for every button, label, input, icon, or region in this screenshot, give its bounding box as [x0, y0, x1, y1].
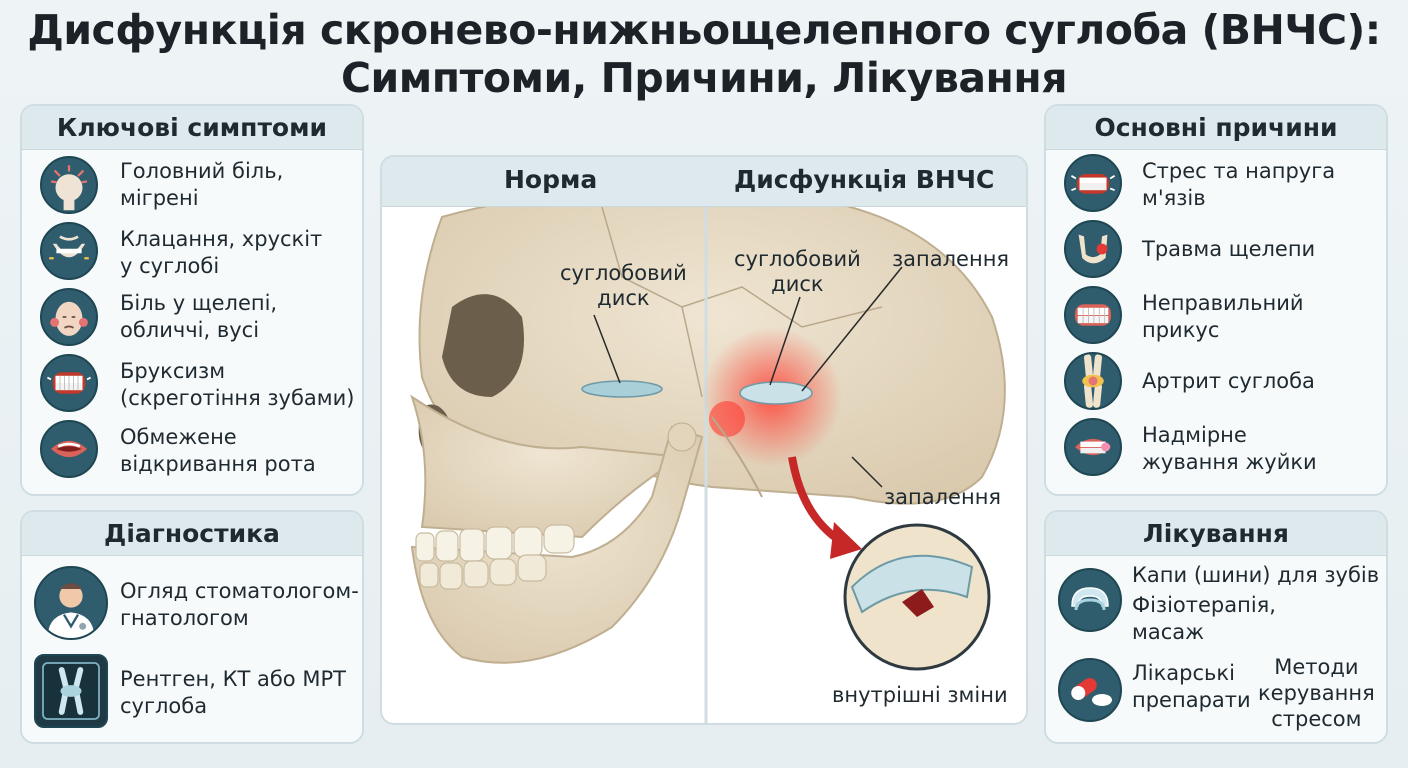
pills-icon: [1058, 658, 1122, 722]
title-line-2: Симптоми, Причини, Лікування: [340, 54, 1068, 102]
mouth-icon: [40, 420, 98, 478]
head-pain-icon: [40, 156, 98, 214]
disc-label-dysfunction: суглобовий диск: [734, 247, 861, 296]
disc-label-normal: суглобовий диск: [560, 261, 687, 310]
stress-teeth-icon: [1064, 154, 1122, 212]
causes-panel: Основні причини Стрес та напруга м'язів …: [1044, 104, 1388, 496]
symptoms-panel: Ключові симптоми Головний біль, мігрені …: [20, 104, 364, 496]
symptom-item: Бруксизм (скреготіння зубами): [22, 352, 362, 418]
symptoms-header: Ключові симптоми: [22, 106, 362, 150]
face-pain-icon: [40, 288, 98, 346]
treatment-physio-text: Фізіотерапія, масаж: [1132, 593, 1276, 644]
symptom-item: Біль у щелепі, обличчі, вусі: [22, 286, 362, 352]
normal-disc: [581, 380, 663, 398]
symptom-text: Обмежене відкривання рота: [120, 425, 316, 476]
treatment-mouthguard-text: Капи (шини) для зубів: [1132, 563, 1380, 587]
arthritis-icon: [1064, 352, 1122, 410]
symptom-text: Біль у щелепі, обличчі, вусі: [120, 291, 278, 342]
causes-header: Основні причини: [1046, 106, 1386, 150]
inflammation-label-top: запалення: [892, 247, 1010, 271]
treatment-meds-text: Лікарські препарати: [1132, 661, 1251, 712]
upper-teeth: [415, 524, 575, 562]
jaw-trauma-icon: [1064, 220, 1122, 278]
dysfunction-label: Дисфункція ВНЧС: [734, 165, 995, 194]
mouthguard-icon: [1058, 568, 1122, 632]
xray-icon: [34, 654, 108, 728]
grinding-teeth-icon: [40, 354, 98, 412]
jaw-click-icon: [40, 222, 98, 280]
symptom-text: Клацання, хрускіт у суглобі: [120, 227, 323, 278]
diagnostics-text: Рентген, КТ або МРТ суглоба: [120, 667, 346, 718]
cause-text: Неправильний прикус: [1142, 291, 1304, 342]
cause-item: Травма щелепи: [1046, 218, 1386, 284]
cause-text: Артрит суглоба: [1142, 369, 1315, 393]
diagram-header: Норма Дисфункція ВНЧС: [382, 157, 1026, 207]
page-title: Дисфункція скронево-нижньощелепного сугл…: [0, 6, 1408, 102]
internal-changes-label: внутрішні зміни: [832, 683, 1008, 707]
title-line-1: Дисфункція скронево-нижньощелепного сугл…: [27, 6, 1381, 54]
treatment-header: Лікування: [1046, 512, 1386, 556]
symptom-text: Бруксизм (скреготіння зубами): [120, 359, 355, 410]
symptom-item: Клацання, хрускіт у суглобі: [22, 220, 362, 286]
displaced-disc: [739, 381, 813, 405]
cause-text: Травма щелепи: [1142, 237, 1316, 261]
normal-condyle: [667, 422, 697, 452]
symptom-item: Головний біль, мігрені: [22, 154, 362, 220]
inflammation-label-bottom: запалення: [884, 485, 1002, 509]
diagnostics-item: Огляд стоматологом- гнатологом: [22, 566, 362, 646]
cause-item: Артрит суглоба: [1046, 350, 1386, 416]
treatment-stress-text: Методи керування стресом: [1258, 655, 1375, 731]
cause-item: Стрес та напруга м'язів: [1046, 152, 1386, 218]
doctor-icon: [34, 566, 108, 640]
diagnostics-panel: Діагностика Огляд стоматологом- гнатолог…: [20, 510, 364, 744]
diagnostics-header: Діагностика: [22, 512, 362, 556]
eye-socket: [442, 294, 524, 397]
maxilla: [410, 394, 686, 539]
chewing-icon: [1064, 418, 1122, 476]
treatment-panel: Лікування Капи (шини) для зубів Фізіотер…: [1044, 510, 1388, 744]
symptom-text: Головний біль, мігрені: [120, 159, 284, 210]
lower-teeth: [419, 554, 547, 590]
tmj-diagram: Норма Дисфункція ВНЧС суглобовий диск су…: [380, 155, 1028, 725]
normal-label: Норма: [504, 165, 598, 194]
cause-item: Неправильний прикус: [1046, 284, 1386, 350]
bite-icon: [1064, 286, 1122, 344]
mandible: [410, 425, 704, 664]
diagnostics-text: Огляд стоматологом- гнатологом: [120, 579, 359, 630]
cause-text: Стрес та напруга м'язів: [1142, 159, 1336, 210]
cause-text: Надмірне жування жуйки: [1142, 423, 1317, 474]
diagnostics-item: Рентген, КТ або МРТ суглоба: [22, 654, 362, 734]
skull-illustration: [410, 189, 1006, 723]
symptom-item: Обмежене відкривання рота: [22, 418, 362, 484]
cause-item: Надмірне жування жуйки: [1046, 416, 1386, 482]
